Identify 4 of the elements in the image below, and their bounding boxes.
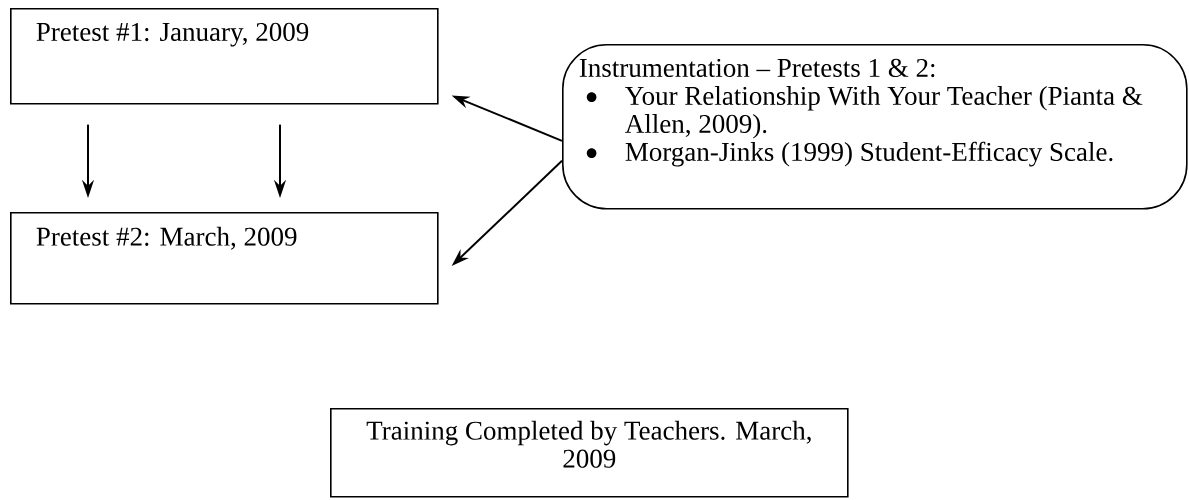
training-box: Training Completed by Teachers. March, 2009: [330, 408, 849, 498]
process-box: Pretest #2: March, 2009: [10, 212, 439, 305]
instrument-box: Instrumentation – Pretests 1 & 2: Your Relationship With Your Teacher (Pianta & Allen, 2009). Morgan-Jinks (1999) Student-Efficacy Scale.: [562, 44, 1188, 210]
process-box: Pretest #1: January, 2009: [10, 8, 439, 105]
